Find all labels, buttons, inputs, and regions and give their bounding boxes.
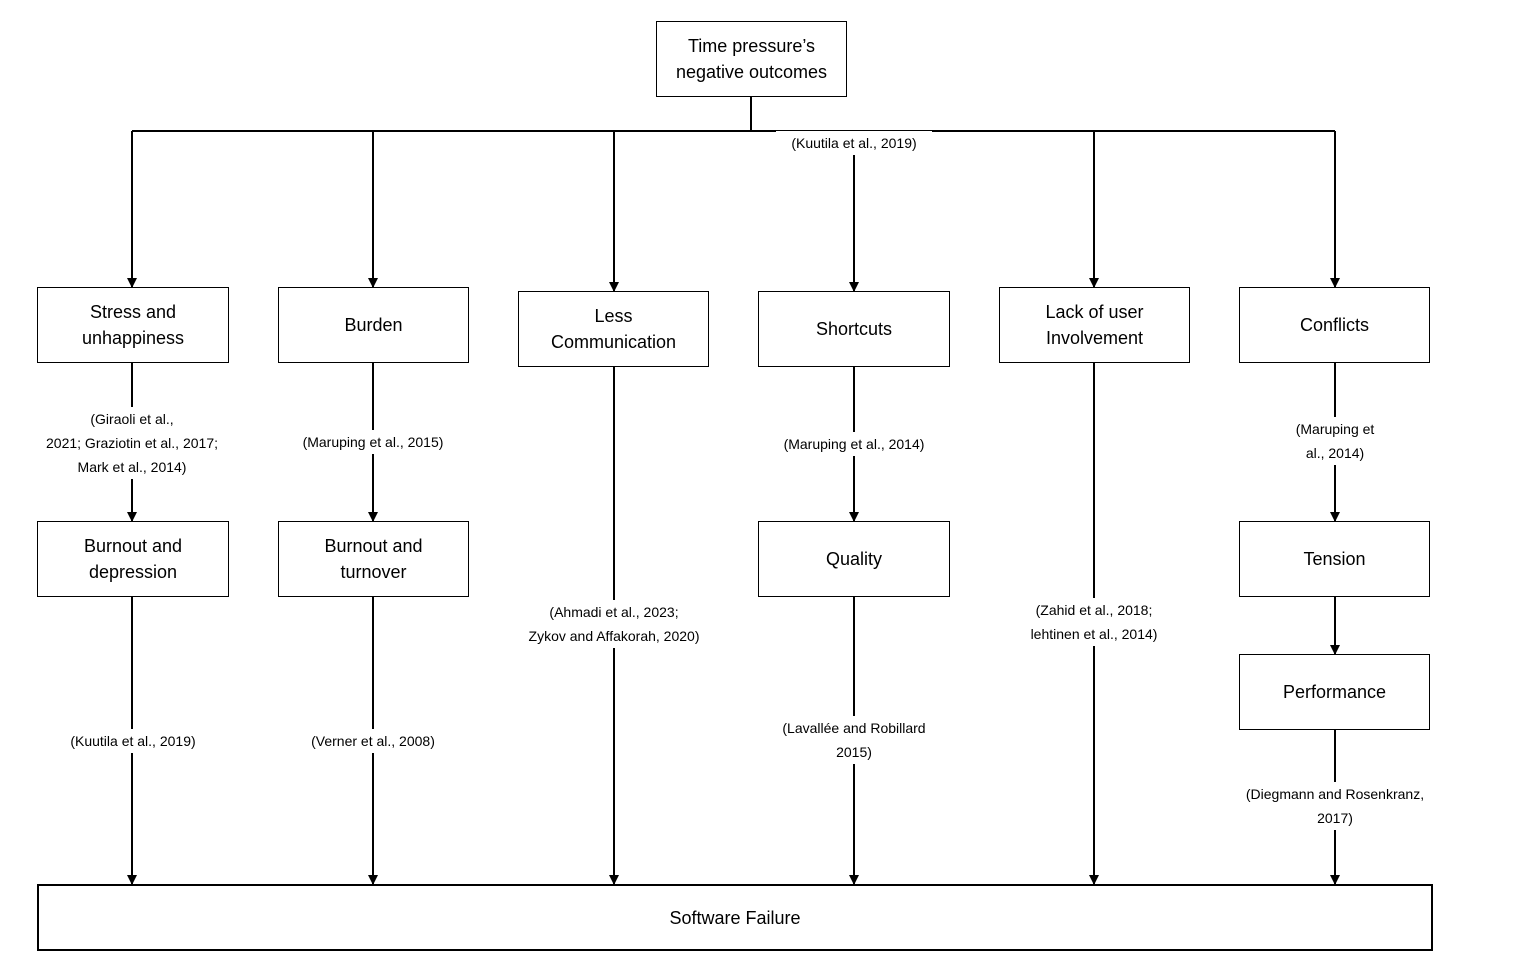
- quality-box: Quality: [758, 521, 950, 597]
- software-failure-box: Software Failure: [37, 884, 1433, 951]
- burden-box: Burden: [278, 287, 469, 363]
- burnout-turnover-box: Burnout and turnover: [278, 521, 469, 597]
- conflicts-box: Conflicts: [1239, 287, 1430, 363]
- root-citation: (Kuutila et al., 2019): [776, 131, 932, 155]
- citation-communication-failure: (Ahmadi et al., 2023; Zykov and Affakora…: [510, 600, 718, 648]
- shortcuts-box: Shortcuts: [758, 291, 950, 367]
- stress-unhappiness-box: Stress and unhappiness: [37, 287, 229, 363]
- citation-burnout-failure: (Kuutila et al., 2019): [56, 729, 210, 753]
- citation-performance-failure: (Diegmann and Rosenkranz, 2017): [1232, 782, 1438, 830]
- root-box: Time pressure’s negative outcomes: [656, 21, 847, 97]
- less-communication-box: Less Communication: [518, 291, 709, 367]
- burnout-depression-box: Burnout and depression: [37, 521, 229, 597]
- lack-of-user-involvement-box: Lack of user Involvement: [999, 287, 1190, 363]
- citation-turnover-failure: (Verner et al., 2008): [298, 729, 448, 753]
- citation-quality-failure: (Lavallée and Robillard 2015): [768, 716, 940, 764]
- tension-box: Tension: [1239, 521, 1430, 597]
- citation-involvement-failure: (Zahid et al., 2018; lehtinen et al., 20…: [1016, 598, 1172, 646]
- citation-shortcuts-quality: (Maruping et al., 2014): [768, 432, 940, 456]
- citation-stress-burnout: (Giraoli et al., 2021; Graziotin et al.,…: [26, 407, 238, 479]
- performance-box: Performance: [1239, 654, 1430, 730]
- citation-conflicts-tension: (Maruping et al., 2014): [1284, 417, 1386, 465]
- citation-burden-turnover: (Maruping et al., 2015): [288, 430, 458, 454]
